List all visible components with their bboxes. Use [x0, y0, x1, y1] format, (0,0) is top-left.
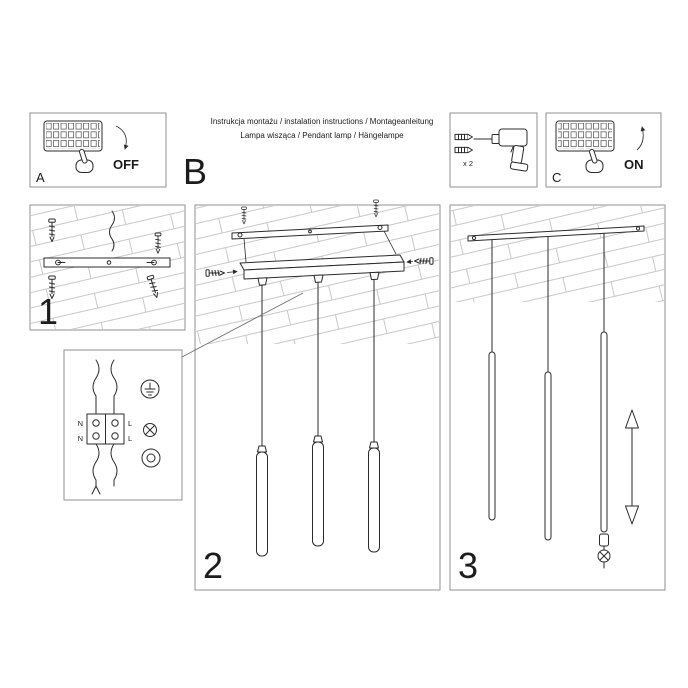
cord-grip-icon	[141, 423, 161, 468]
height-adjust-arrow-icon	[625, 409, 639, 525]
power-on-state: ON	[624, 157, 644, 172]
header-titles: Instrukcja montażu / instalation instruc…	[183, 117, 433, 192]
pendant-tubes	[256, 435, 380, 557]
section-b-label: B	[183, 151, 207, 192]
breaker-panel-icon	[555, 120, 615, 152]
pendant-rods	[488, 331, 608, 541]
mounting-bracket	[43, 257, 171, 268]
instructions-title-line1: Instrukcja montażu / instalation instruc…	[211, 117, 434, 126]
wiring-detail-box: N L N L	[63, 349, 183, 501]
terminal-block	[86, 413, 125, 445]
power-on-label: C	[552, 170, 561, 185]
step2-number: 2	[203, 545, 223, 586]
supply-wire-left	[92, 359, 100, 415]
terminal-n-top-label: N	[78, 419, 83, 428]
lamp-wire-right	[110, 443, 118, 487]
ceiling-bar	[467, 225, 645, 242]
mounting-rail	[231, 224, 389, 240]
step3-number: 3	[458, 545, 478, 586]
canopy	[239, 254, 405, 286]
step3-panel: 3	[449, 204, 666, 591]
terminal-l-bottom-label: L	[128, 434, 132, 443]
earth-symbol-icon	[140, 379, 160, 399]
terminal-l-top-label: L	[128, 419, 132, 428]
drill-quantity-label: x 2	[463, 159, 473, 168]
drill-box: x 2	[449, 112, 538, 188]
step1-panel: 1	[29, 204, 186, 332]
lamp-wire-left	[91, 443, 101, 495]
step2-panel: 2	[194, 199, 441, 591]
power-on-box: ON C	[545, 112, 662, 188]
power-off-label: A	[36, 170, 45, 185]
plug-detail-icon	[597, 533, 611, 569]
ceiling-cable	[109, 210, 115, 252]
power-off-state: OFF	[113, 157, 139, 172]
breaker-panel-icon	[43, 120, 103, 152]
switch-off-arrow-icon	[115, 125, 129, 150]
supply-wire-right	[110, 359, 118, 415]
power-off-box: OFF A	[29, 112, 167, 188]
terminal-n-bottom-label: N	[78, 434, 83, 443]
switch-on-arrow-icon	[636, 126, 646, 151]
detail-callout-line	[181, 292, 304, 358]
step1-number: 1	[38, 291, 58, 332]
instructions-title-line2: Lampa wisząca / Pendant lamp / Hängelamp…	[240, 131, 404, 140]
drill-icon	[473, 128, 529, 172]
